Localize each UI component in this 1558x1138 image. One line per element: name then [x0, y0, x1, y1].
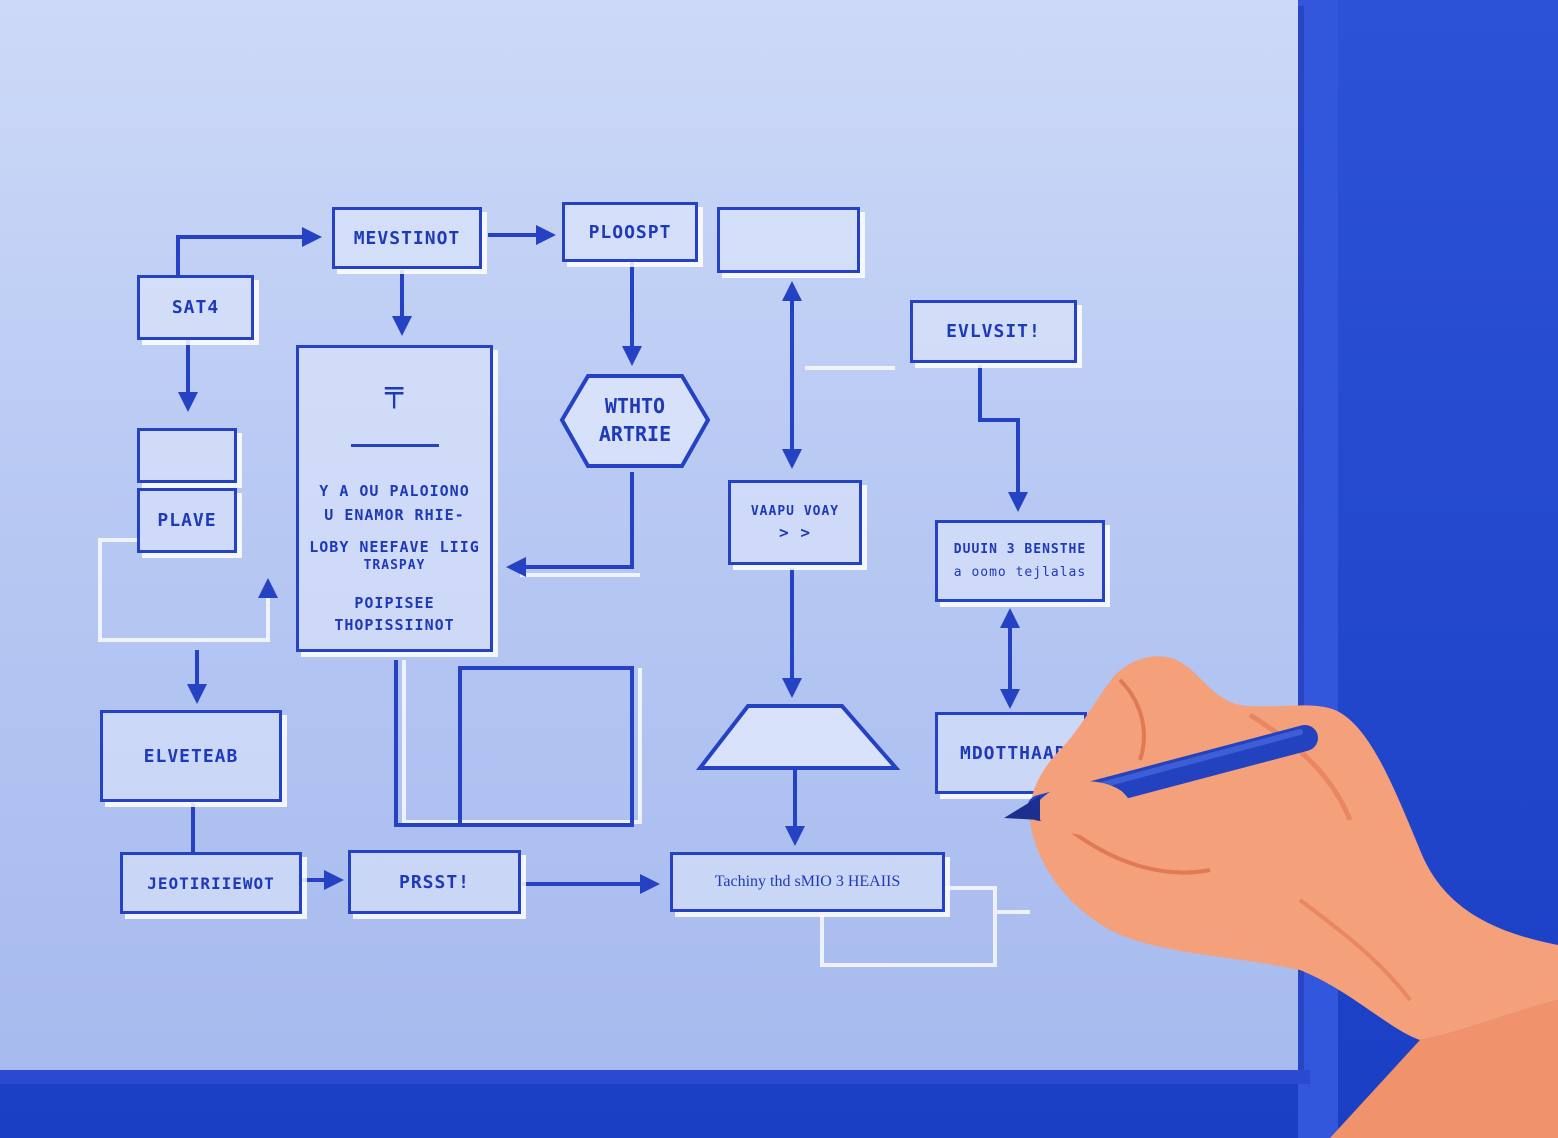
- node-vaapu: VAAPU VOAY > >: [728, 480, 862, 565]
- doc-line-3: LOBY NEEFAVE LIIG: [309, 538, 480, 556]
- doc-line-1: Y A OU PALOIONO: [319, 482, 470, 500]
- hexagon-label-line-2: ARTRIE: [598, 422, 672, 446]
- hexagon-label: WTHTO ARTRIE: [560, 392, 710, 448]
- doc-line-6: THOPISSIINOT: [334, 616, 455, 634]
- node-evlvsit: EVLVSIT!: [910, 300, 1077, 363]
- decision-hexagon: [559, 374, 711, 468]
- doc-line-4: TRASPAY: [363, 558, 426, 573]
- node-duuin: DUUIN 3 BENSTHE a oomo tejlalas: [935, 520, 1105, 602]
- node-tachiny: Tachiny thd sMIO 3 HEAIIS: [670, 852, 945, 912]
- node-jeotiriiewot: JEOTIRIIEWOT: [120, 852, 302, 914]
- node-prsst: PRSST!: [348, 850, 521, 914]
- whiteboard-edge: [0, 1070, 1310, 1084]
- node-ploospt: PLOOSPT: [562, 202, 698, 262]
- node-mevstinot: MEVSTINOT: [332, 207, 482, 269]
- doc-symbol: ╤: [384, 374, 405, 409]
- node-sat4: SAT4: [137, 275, 254, 340]
- node-vaapu-line-2: > >: [779, 522, 811, 542]
- node-duuin-line-1: DUUIN 3 BENSTHE: [953, 542, 1087, 557]
- node-vaapu-line-1: VAAPU VOAY: [750, 503, 840, 519]
- trapezoid-node: [695, 704, 901, 770]
- node-blank-left: [137, 428, 237, 483]
- node-plave: PLAVE: [137, 488, 237, 553]
- doc-line-2: U ENAMOR RHIE-: [324, 506, 465, 524]
- doc-line-5: POIPISEE: [354, 594, 435, 612]
- node-document: ╤ Y A OU PALOIONO U ENAMOR RHIE- LOBY NE…: [296, 345, 493, 652]
- hexagon-label-line-1: WTHTO: [604, 394, 666, 418]
- hand-shape: [1029, 656, 1558, 1040]
- doc-divider: [351, 444, 439, 447]
- node-duuin-line-2: a oomo tejlalas: [953, 565, 1087, 580]
- node-elveteab: ELVETEAB: [100, 710, 282, 802]
- node-blank-top: [717, 207, 860, 273]
